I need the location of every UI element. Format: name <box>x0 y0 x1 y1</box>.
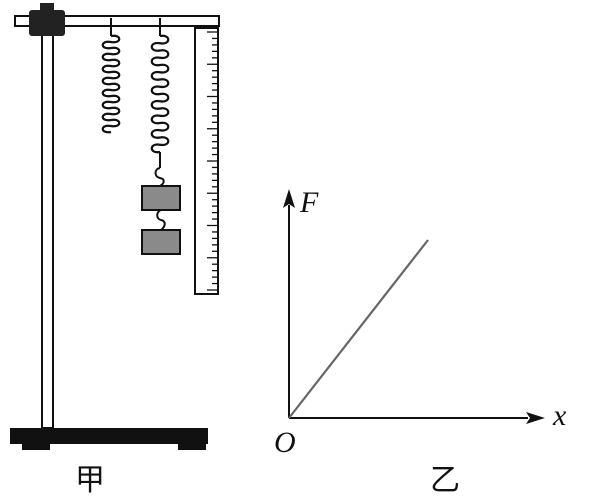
x-axis-arrow <box>526 412 545 424</box>
stand-base <box>10 428 208 444</box>
apparatus-panel: 甲 <box>10 3 220 498</box>
graph-panel: F x O 乙 <box>274 186 567 498</box>
weight-hook <box>156 209 166 231</box>
right-panel-caption: 乙 <box>430 463 460 498</box>
x-axis-label: x <box>552 399 567 432</box>
left-panel-caption: 甲 <box>75 463 105 498</box>
weight-upper <box>141 185 181 211</box>
y-axis-label: F <box>299 186 319 219</box>
spring-hook <box>154 167 165 187</box>
spring-loaded <box>150 18 170 187</box>
ruler <box>194 27 219 295</box>
stand-foot-right <box>178 444 206 450</box>
ruler-ticks <box>207 31 218 291</box>
spring-unloaded <box>101 18 121 134</box>
clamp-screw <box>40 3 54 11</box>
force-extension-line <box>288 239 429 419</box>
weight-lower <box>141 229 181 255</box>
stand-pole <box>41 23 54 429</box>
y-axis-arrow <box>283 189 295 208</box>
stand-foot-left <box>22 444 50 450</box>
stand-clamp <box>29 10 65 36</box>
stand-arm <box>14 15 220 27</box>
origin-label: O <box>274 426 296 459</box>
hanging-weights <box>141 185 181 255</box>
